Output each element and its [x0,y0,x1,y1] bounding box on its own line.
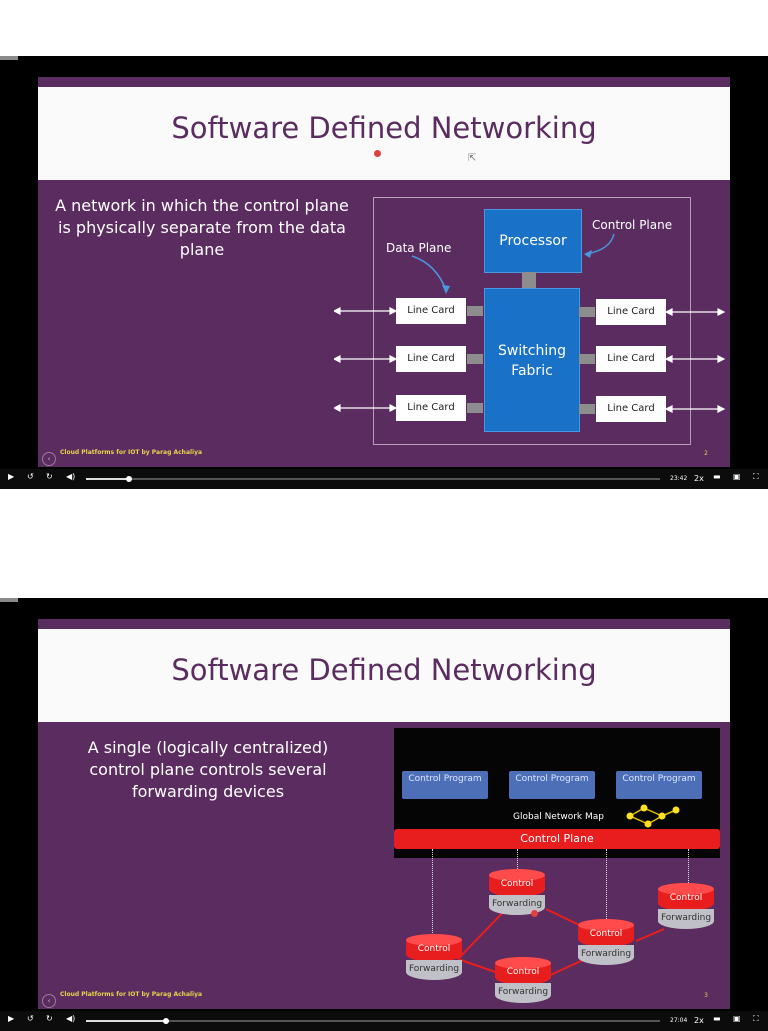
processor-box: Processor [484,209,582,273]
player-corner-label [0,598,18,602]
progress-fill [86,478,129,480]
link-arrows [334,307,726,413]
slide-nav-icon[interactable]: ‹ [42,452,56,466]
play-icon[interactable]: ▶ [8,472,15,481]
router-diagram: Processor Switching Fabric Control Plane… [373,197,691,445]
line-card-right-1: Line Card [596,299,666,325]
slide-title-bar [38,629,730,722]
control-plane-bar: Control Plane [394,829,720,849]
global-network-map-label: Global Network Map [513,812,605,822]
fullscreen-icon[interactable]: ⛶ [753,472,759,481]
subtitles-icon[interactable]: ▬ [713,1014,721,1023]
time-label: 27:04 [670,1017,688,1024]
processor-connector [522,272,536,288]
line-card-right-3: Line Card [596,396,666,422]
speed-label[interactable]: 2x [694,1016,704,1025]
data-plane-arrow [411,255,447,291]
progress-knob[interactable] [163,1018,169,1024]
volume-icon[interactable]: ◀) [66,472,76,481]
progress-fill [86,1020,166,1022]
rewind-icon[interactable]: ↺ [27,472,34,481]
data-plane-arrow-head [442,285,450,294]
fullscreen-icon[interactable]: ⛶ [753,1014,759,1023]
network-map-icon [626,804,680,828]
progress-bar[interactable] [86,476,660,482]
slide-title-bar [38,87,730,180]
rewind-icon[interactable]: ↺ [27,1014,34,1023]
slide-1: Software Defined Networking A network in… [38,77,730,467]
video-player-1[interactable]: Software Defined Networking A network in… [0,56,768,489]
slide-page-number: 3 [704,992,708,999]
volume-icon[interactable]: ◀) [66,1014,76,1023]
player-controls: ▶ ↺ ↻ ◀) 27:04 2x ▬ ▣ ⛶ [0,1011,768,1031]
control-program-2: Control Program [509,771,595,799]
data-plane-label: Data Plane [386,241,452,255]
slide-title: Software Defined Networking [171,653,597,687]
switching-fabric-box: Switching Fabric [484,288,580,432]
slide-title: Software Defined Networking [171,111,597,145]
progress-knob[interactable] [126,476,132,482]
line-card-right-2: Line Card [596,346,666,372]
control-plane-label: Control Plane [592,218,673,232]
pip-icon[interactable]: ▣ [733,472,741,481]
progress-bar[interactable] [86,1018,660,1024]
video-player-2[interactable]: Software Defined Networking A single (lo… [0,598,768,1031]
slide-footer: Cloud Platforms for IOT by Parag Achaliy… [60,991,203,998]
slide-nav-icon[interactable]: ‹ [42,994,56,1008]
slide-2: Software Defined Networking A single (lo… [38,619,730,1009]
control-program-1: Control Program [402,771,488,799]
control-plane-panel: Control Program Control Program Control … [394,728,720,858]
pip-icon[interactable]: ▣ [733,1014,741,1023]
annotation-arrows [411,233,615,294]
pointer-dot [374,150,381,157]
player-corner-label [0,56,18,60]
slide-page-number: 2 [704,450,708,457]
slide-body-text: A single (logically centralized) control… [87,738,329,801]
line-card-left-2: Line Card [396,346,466,372]
control-program-3: Control Program [616,771,702,799]
forward-icon[interactable]: ↻ [46,1014,53,1023]
time-label: 23:42 [670,475,688,482]
play-icon[interactable]: ▶ [8,1014,15,1023]
pointer-dot [531,910,538,917]
line-card-left-1: Line Card [396,298,466,324]
subtitles-icon[interactable]: ▬ [713,472,721,481]
speed-label[interactable]: 2x [694,474,704,483]
mouse-cursor-icon: ⇱ [468,153,477,164]
player-controls: ▶ ↺ ↻ ◀) 23:42 2x ▬ ▣ ⛶ [0,469,768,489]
slide-footer: Cloud Platforms for IOT by Parag Achaliy… [60,449,203,456]
forward-icon[interactable]: ↻ [46,472,53,481]
line-card-left-3: Line Card [396,395,466,421]
slide-body-text: A network in which the control plane is … [55,196,349,259]
control-plane-arrow-head [584,250,592,258]
